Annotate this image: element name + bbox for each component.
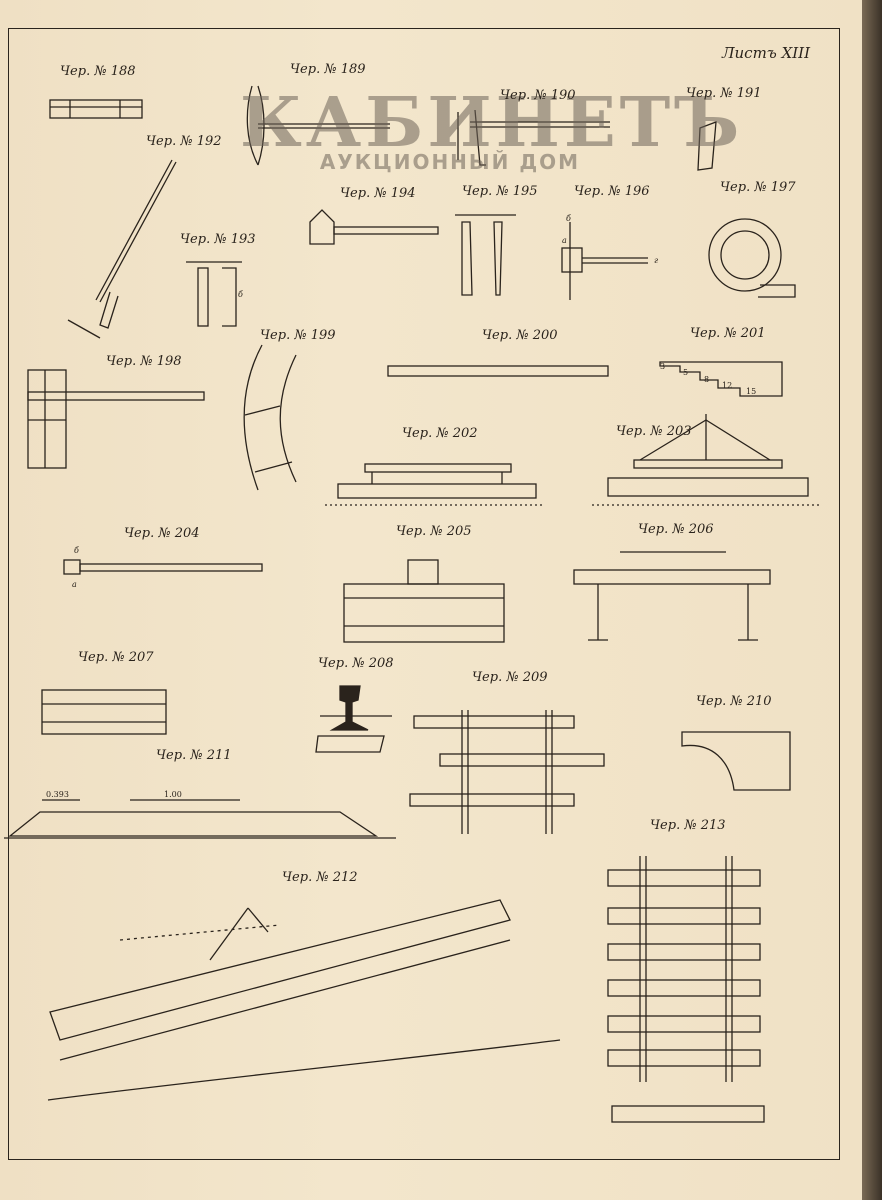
label-189: Чер. № 189 [290,62,366,77]
drawing-203-frame [592,414,820,506]
catalog-sheet [0,0,862,1200]
label-202: Чер. № 202 [402,426,478,441]
step-15: 15 [746,387,757,396]
drawing-201-steps [659,361,783,397]
drawing-209-track-plan [409,710,605,834]
label-200: Чер. № 200 [482,328,558,343]
drawing-202-level-on-sleeper [325,463,545,506]
drawing-212-track-perspective [47,899,561,1101]
label-203: Чер. № 203 [616,424,692,439]
drawing-188-level [49,99,143,119]
drawing-204-key [63,559,263,575]
label-199: Чер. № 199 [260,328,336,343]
drawing-206-bench [573,551,771,641]
mark-196-a: a [562,236,567,245]
label-191: Чер. № 191 [686,86,762,101]
drawing-191-plate [697,121,717,171]
label-210: Чер. № 210 [696,694,772,709]
drawing-193-chisels [186,261,242,327]
label-209: Чер. № 209 [472,670,548,685]
label-197: Чер. № 197 [720,180,796,195]
drawing-197-saw-disk [708,218,796,298]
label-208: Чер. № 208 [318,656,394,671]
drawing-196-gauge-tool [561,222,648,300]
label-205: Чер. № 205 [396,524,472,539]
label-204: Чер. № 204 [124,526,200,541]
technical-drawings [4,85,820,1123]
drawing-205-fishplate [343,559,505,643]
step-8: 8 [704,375,710,384]
mark-196-b: б [566,214,571,223]
label-192: Чер. № 192 [146,134,222,149]
label-212: Чер. № 212 [282,870,358,885]
label-201: Чер. № 201 [690,326,766,341]
drawing-200-bar [387,365,609,377]
drawing-211-ballast-profile [4,799,396,839]
label-195: Чер. № 195 [462,184,538,199]
drawing-213-track [607,856,765,1123]
mark-204-b: б [74,546,79,555]
drawing-194-hammer [309,209,439,245]
drawing-207-joint [41,689,167,735]
dim-100: 1.00 [164,790,182,799]
mark-193-b: б [238,290,243,299]
step-12: 12 [722,381,733,390]
label-211: Чер. № 211 [156,748,232,763]
label-207: Чер. № 207 [78,650,154,665]
drawing-192-crowbar [67,159,177,339]
drawing-190-gauge [457,109,610,166]
mark-204-a: a [72,580,77,589]
drawing-195-tools [455,214,516,296]
sheet-label: Листъ XIII [722,44,811,62]
drawing-208-rail-section [315,685,392,753]
label-196: Чер. № 196 [574,184,650,199]
label-206: Чер. № 206 [638,522,714,537]
label-198: Чер. № 198 [106,354,182,369]
mark-196-c: г [654,256,659,265]
page-edge [862,0,882,1200]
drawing-189-wrench [246,85,390,166]
step-3: 3 [660,362,666,371]
label-188: Чер. № 188 [60,64,136,79]
label-193: Чер. № 193 [180,232,256,247]
sheet-frame [8,28,840,1160]
step-5: 5 [683,368,689,377]
dim-0393: 0.393 [46,790,69,799]
label-213: Чер. № 213 [650,818,726,833]
drawing-210-template [681,731,791,791]
label-194: Чер. № 194 [340,186,416,201]
drawing-198-joint [27,369,205,469]
label-190: Чер. № 190 [500,88,576,103]
drawing-199-curve [243,344,297,491]
